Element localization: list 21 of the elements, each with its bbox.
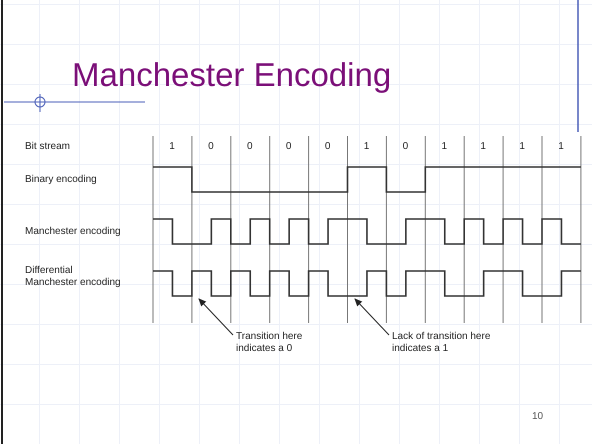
page-number: 10 bbox=[532, 411, 544, 422]
bit-value: 0 bbox=[284, 141, 292, 152]
row-label: Manchester encoding bbox=[25, 226, 122, 238]
bit-value: 1 bbox=[362, 141, 370, 152]
annotation-text: Transition here indicates a 0 bbox=[236, 331, 336, 355]
bit-value: 1 bbox=[440, 141, 448, 152]
bit-value: 0 bbox=[207, 141, 215, 152]
leader-line bbox=[354, 298, 390, 336]
bit-value: 1 bbox=[518, 141, 526, 152]
annotation-text: Lack of transition here indicates a 1 bbox=[392, 331, 517, 355]
bit-value: 1 bbox=[479, 141, 487, 152]
bit-value: 1 bbox=[557, 141, 565, 152]
slide-title: Manchester Encoding bbox=[72, 56, 392, 94]
leader-line bbox=[198, 298, 234, 336]
row-label: Differential Manchester encoding bbox=[25, 265, 122, 289]
row-label: Bit stream bbox=[25, 141, 72, 153]
bit-value: 1 bbox=[168, 141, 176, 152]
bit-value: 0 bbox=[324, 141, 332, 152]
bit-value: 0 bbox=[246, 141, 254, 152]
row-label: Binary encoding bbox=[25, 174, 98, 186]
bit-value: 0 bbox=[402, 141, 410, 152]
